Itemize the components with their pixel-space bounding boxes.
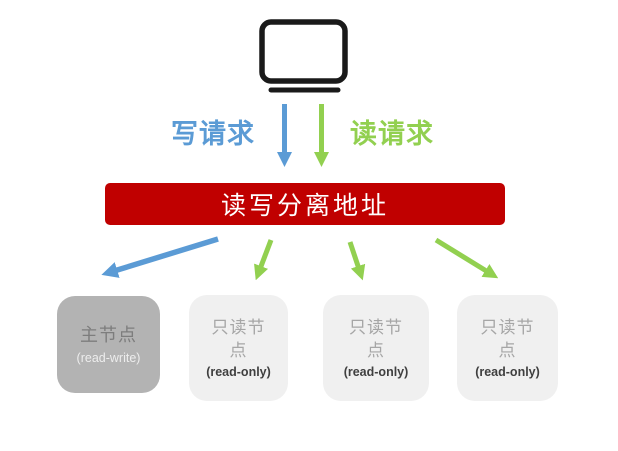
router-to-replica-1-arrow — [254, 239, 274, 281]
dispatch-arrows — [101, 236, 499, 281]
monitor-screen — [259, 19, 348, 84]
node-title: 只读节点 — [480, 318, 535, 360]
router-to-replica-2-arrow — [347, 241, 366, 281]
node-replica-2: 只读节点 (read-only) — [323, 295, 429, 401]
node-replica-3: 只读节点 (read-only) — [457, 295, 558, 401]
router-to-master-arrow — [101, 236, 219, 278]
node-title: 只读节点 — [211, 318, 266, 360]
node-subtitle: (read-write) — [76, 350, 141, 365]
node-title: 主节点 — [80, 325, 137, 346]
node-subtitle: (read-only) — [475, 364, 540, 379]
router-address-banner: 读写分离地址 — [105, 183, 505, 225]
computer-monitor-icon — [259, 19, 348, 93]
request-arrows — [277, 104, 329, 167]
node-subtitle: (read-only) — [206, 364, 271, 379]
router-address-label: 读写分离地址 — [220, 192, 389, 220]
router-to-replica-3-arrow — [434, 237, 499, 279]
node-subtitle: (read-only) — [343, 364, 409, 379]
read-request-label: 读请求 — [350, 119, 434, 149]
write-request-label: 写请求 — [171, 119, 255, 149]
node-master: 主节点 (read-write) — [57, 296, 160, 393]
node-title: 只读节点 — [349, 318, 403, 360]
node-replica-1: 只读节点 (read-only) — [189, 295, 288, 401]
